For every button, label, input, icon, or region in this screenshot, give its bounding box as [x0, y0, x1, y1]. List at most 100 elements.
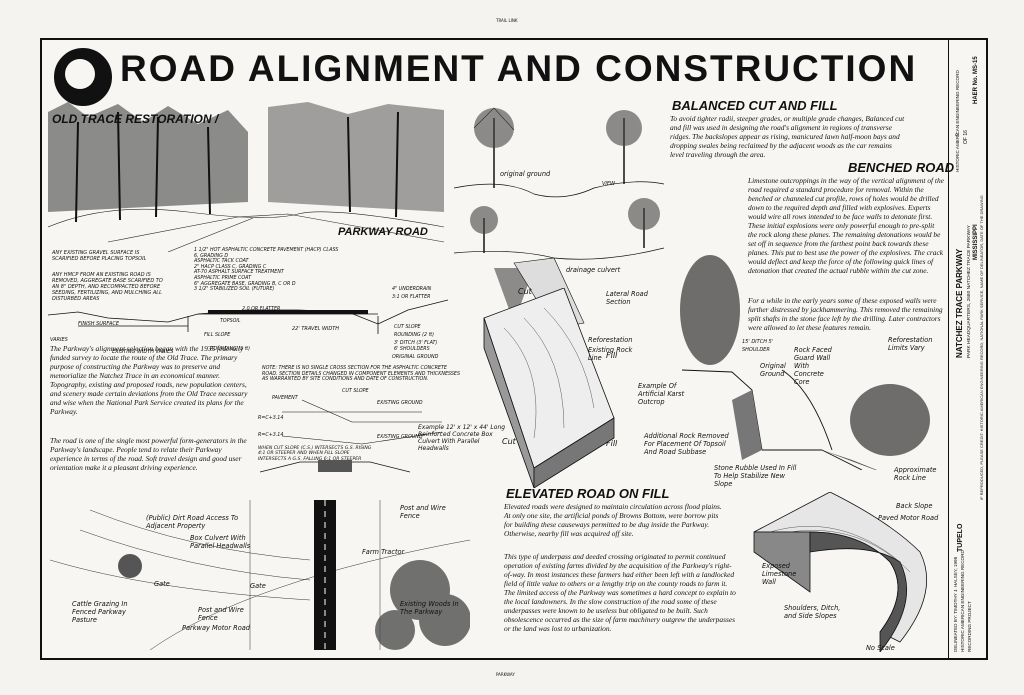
cut-slope-label: CUT SLOPE	[394, 325, 421, 330]
form-generator-paragraph: The road is one of the single most power…	[50, 436, 247, 472]
r-formula-1: R=C+3.14	[258, 416, 284, 421]
callout: AT-70 ASPHALT SURFACE TREATMENT	[194, 270, 284, 276]
callout: 6" AGGREGATE BASE, GRADING B, C OR D	[194, 281, 296, 287]
section-callouts: 1 1/2" HOT ASPHALTIC CONCRETE PAVEMENT (…	[194, 248, 344, 293]
drawing-sheet: ROAD ALIGNMENT AND CONSTRUCTION OLD TRAC…	[40, 38, 988, 660]
topsoil-label: TOPSOIL	[220, 319, 241, 324]
slope-intersect-note: WHEN CUT SLOPE (C.S.) INTERSECTS G.S. RI…	[258, 446, 372, 462]
ditch-label: 3' DITCH (3' FLAT)	[394, 341, 438, 346]
karst-outcrop-label: Example Of Artificial Karst Outcrop	[638, 382, 685, 406]
alignment-paragraph: The Parkway's alignment selection began …	[50, 344, 248, 416]
elevated-road-text-2: This type of underpass and deeded crossi…	[504, 552, 736, 633]
haer-number: HAER No. MS-15	[973, 56, 979, 104]
benched-road-text-2: For a while in the early years some of t…	[748, 296, 943, 332]
callout: ASPHALTIC PRIME COAT	[194, 275, 251, 281]
drainage-culvert-label: drainage culvert	[566, 266, 621, 274]
shoulders-ditch-label: Shoulders, Ditch, and Side Slopes	[784, 604, 841, 620]
fill-slope-label: FILL SLOPE	[204, 333, 231, 338]
fill-label-1: Fill	[606, 351, 618, 360]
callout: 3 1/2" STABILIZED SOIL (FUTURE)	[194, 287, 275, 293]
road-cross-section	[48, 299, 448, 334]
cut-label-1: Cut	[518, 287, 532, 296]
nps-emblem-icon	[54, 48, 112, 106]
shoulders-label: 6' SHOULDERS	[394, 347, 430, 352]
existing-width-label: EXISTING WIDTH VARIES	[112, 349, 174, 355]
rounding-cut-label: ROUNDING (2 ft)	[394, 333, 435, 338]
guard-wall-label: Rock Faced Guard Wall With Concrete Core	[794, 346, 832, 386]
town-text: TUPELO	[957, 523, 964, 552]
top-register-mark: TRAIL LINK	[496, 18, 518, 23]
rock-removed-label: Additional Rock Removed For Placement Of…	[644, 432, 729, 456]
dirt-road-label: (Public) Dirt Road Access To Adjacent Pr…	[146, 514, 239, 530]
survey-text: HISTORIC AMERICAN ENGINEERING RECORD	[955, 70, 960, 172]
varies-label: VARIES	[50, 337, 68, 343]
old-trace-heading: OLD TRACE RESTORATION /	[52, 112, 219, 126]
benched-road-heading: BENCHED ROAD	[848, 160, 955, 175]
elevated-road-text-1: Elevated roads were designed to maintain…	[504, 502, 722, 538]
gate-label-1: Gate	[154, 580, 170, 588]
old-trace-illustration	[48, 102, 444, 252]
sheet-number: 9	[955, 133, 961, 136]
benched-road-illustration	[680, 255, 930, 470]
hmcp-note: ANY HMCP FROM AN EXISTING ROAD IS REMOVE…	[52, 272, 163, 302]
paved-motor-road-label: Paved Motor Road	[878, 514, 939, 522]
state-text: MISSISSIPPI	[973, 224, 979, 260]
elevated-road-block-diagram	[753, 492, 928, 652]
delineator-text: DELINEATED BY: TIMOTHY J. HALSEY, 1998	[953, 556, 958, 652]
sheet-title: ROAD ALIGNMENT AND CONSTRUCTION	[120, 48, 918, 89]
recording-text: RECORDING PROJECT	[967, 601, 972, 652]
lateral-section-label: Lateral Road Section	[606, 290, 648, 306]
slope-label: 2.0 OR FLATTER	[242, 307, 281, 312]
back-slope-label: Back Slope	[896, 502, 933, 510]
cattle-label: Cattle Grazing In Fenced Parkway Pasture	[72, 600, 128, 624]
balanced-cut-fill-heading: BALANCED CUT AND FILL	[672, 98, 838, 113]
box-culvert-illustration	[260, 460, 410, 473]
callout: ASPHALTIC TACK COAT	[194, 259, 249, 265]
existing-rock-line-label: Existing Rock Line	[588, 346, 633, 362]
plan-culvert-label: Box Culvert With Parallel Headwalls	[190, 534, 251, 550]
cut-label-2: Cut	[502, 437, 516, 446]
gravel-note: ANY EXISTING GRAVEL SURFACE IS SCARIFIED…	[52, 250, 147, 262]
gate-label-2: Gate	[250, 582, 266, 590]
parkway-road-heading: PARKWAY ROAD	[338, 226, 428, 238]
motor-road-label: Parkway Motor Road	[182, 624, 250, 632]
underdrain-label: 4" UNDERDRAIN	[392, 287, 432, 292]
fence-label-2: Post and Wire Fence	[400, 504, 446, 520]
no-scale-label: No Scale	[866, 644, 895, 652]
fence-label-1: Post and Wire Fence	[198, 606, 244, 622]
credit-text: IF REPRODUCED, PLEASE CREDIT: HISTORIC A…	[979, 195, 984, 500]
sheet-of: OF 16	[963, 130, 969, 144]
culvert-label: Example 12' x 12' x 44' Long Reinforced …	[418, 424, 506, 452]
reforestation-label-1: Reforestation	[588, 336, 633, 344]
view-label-1: VIEW	[602, 181, 615, 187]
benched-road-text-1: Limestone outcroppings in the way of the…	[748, 176, 944, 275]
reforestation-limits-label: Reforestation Limits Vary	[888, 336, 933, 352]
program-text: HISTORIC AMERICAN ENGINEERING RECORD	[960, 550, 965, 652]
rounding-fill-label: ROUNDING (3 ft)	[210, 347, 251, 352]
fill-label-2: Fill	[606, 439, 618, 448]
slope-rounding-diagram	[281, 399, 443, 445]
bottom-register-mark: PARKWAY	[496, 672, 515, 677]
r-formula-2: R=C+3.14	[258, 433, 284, 438]
existing-ground-formula-label-2: EXISTING GROUND	[377, 435, 423, 440]
title-block: DELINEATED BY: TIMOTHY J. HALSEY, 1998 H…	[948, 40, 987, 658]
ditch-shoulder-label: 15' DITCH 5' SHOULDER	[742, 339, 774, 353]
section-note: NOTE: THERE IS NO SINGLE CROSS SECTION F…	[262, 366, 460, 383]
cut-slope-formula-label: CUT SLOPE	[342, 389, 369, 394]
stone-rubble-label: Stone Rubble Used In Fill To Help Stabil…	[714, 464, 797, 488]
original-ground-bench-label: Original Ground	[760, 362, 786, 378]
finish-surface-label: FINISH SURFACE	[78, 321, 120, 327]
existing-ground-formula-label: EXISTING GROUND	[377, 401, 423, 406]
original-ground-label: ORIGINAL GROUND	[392, 355, 439, 360]
callout: 1 1/2" HOT ASPHALTIC CONCRETE PAVEMENT (…	[194, 248, 339, 259]
limestone-wall-label: Exposed Limestone Wall	[762, 562, 797, 586]
cut-fill-block-diagram	[483, 288, 615, 488]
approx-rock-line-label: Approximate Rock Line	[894, 466, 937, 482]
original-ground-art-label: original ground	[500, 170, 551, 178]
travel-width-label: 22' TRAVEL WIDTH	[292, 326, 340, 332]
balanced-cut-fill-text: To avoid tighter radii, steeper grades, …	[670, 114, 905, 159]
cut-slope-ratio-label: 3:1 OR FLATTER	[392, 295, 431, 300]
project-sub: PARK HEADQUARTERS, 2680 NATCHEZ TRACE PA…	[967, 225, 972, 358]
parkway-plan-view	[50, 500, 470, 650]
existing-woods-label: Existing Woods In The Parkway	[400, 600, 459, 616]
